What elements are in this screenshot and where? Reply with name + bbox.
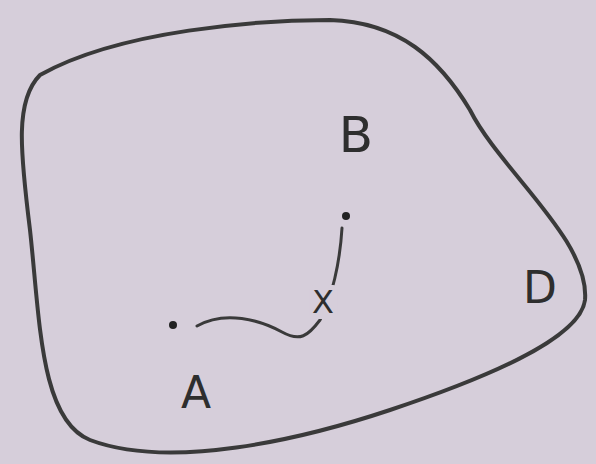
point-label: B xyxy=(336,109,376,161)
point-dot xyxy=(342,212,350,220)
point-label: A xyxy=(178,370,214,416)
point-label: D xyxy=(520,265,560,311)
point-label: X xyxy=(309,285,337,319)
region-outline xyxy=(22,20,585,452)
point-dot xyxy=(169,321,177,329)
wavy-path xyxy=(197,228,342,337)
